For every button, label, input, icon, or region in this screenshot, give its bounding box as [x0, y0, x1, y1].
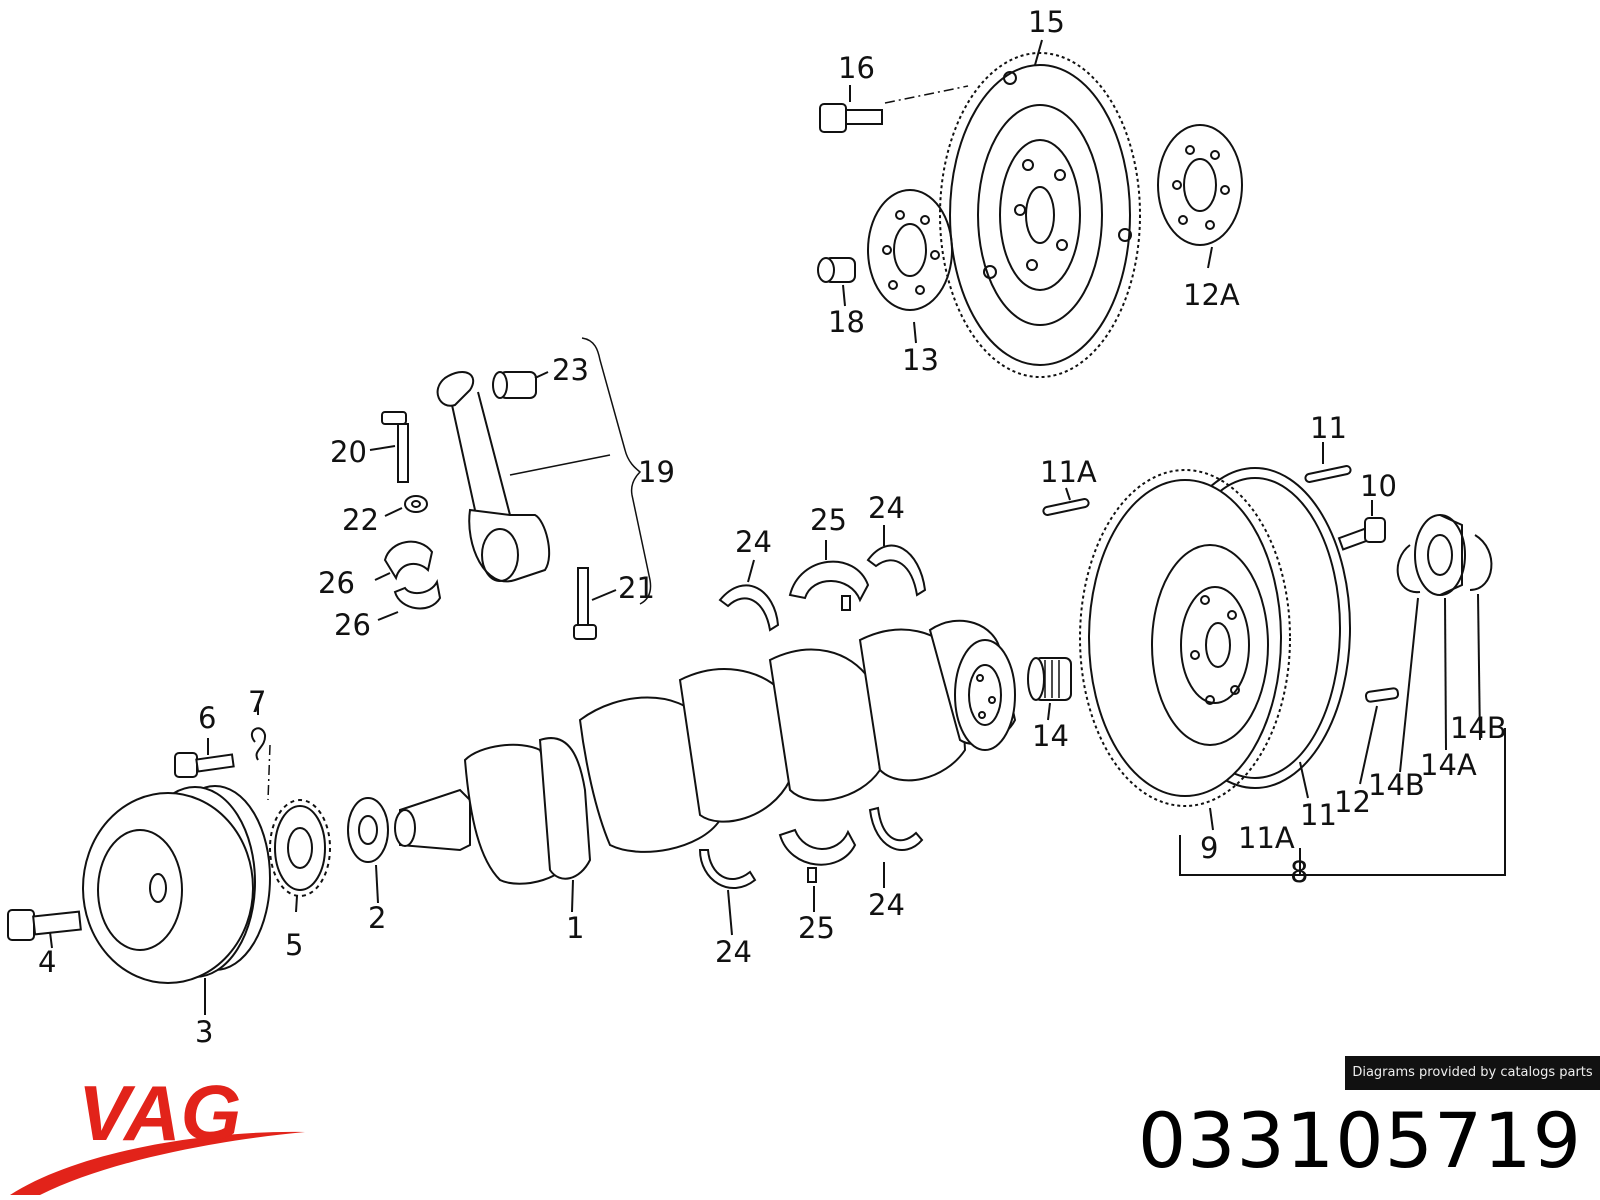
sprocket-bolt: [174, 752, 235, 778]
rod-bearing-shells: [383, 540, 442, 610]
label-13: 13: [902, 343, 939, 377]
label-25: 25: [810, 503, 847, 537]
label-11a: 11A: [1040, 455, 1097, 489]
label-11a: 11A: [1238, 821, 1295, 855]
rod-bolt: [381, 411, 597, 640]
label-12a: 12A: [1183, 278, 1240, 312]
label-4: 4: [38, 945, 56, 979]
flywheel-top: [939, 52, 1141, 378]
label-5: 5: [285, 928, 303, 962]
crank-seal-washer: [347, 797, 389, 863]
small-end-bushing: [492, 371, 537, 399]
needle-bearing: [1027, 657, 1072, 701]
label-22: 22: [342, 503, 379, 537]
brand-name: VAG: [78, 1080, 241, 1157]
thrust-washers: [698, 544, 927, 890]
callout-labels: 15 16 12A 18 13 23 19 20 22 26 26 21 24 …: [38, 5, 1507, 1049]
label-18: 18: [828, 305, 865, 339]
label-14: 14: [1032, 719, 1069, 753]
flywheel-bolt-10: [1337, 517, 1386, 551]
brand-logo: VAG: [10, 1080, 305, 1195]
label-8: 8: [1290, 855, 1308, 889]
label-14b: 14B: [1450, 711, 1507, 745]
crankshaft: [394, 619, 1017, 885]
label-23: 23: [552, 353, 589, 387]
label-24: 24: [735, 525, 772, 559]
label-20: 20: [330, 435, 367, 469]
key-7: [250, 727, 271, 801]
part-number: 033105719: [1137, 1096, 1582, 1185]
label-24: 24: [868, 491, 905, 525]
label-24: 24: [715, 935, 752, 969]
flywheel-bolt: [819, 85, 969, 133]
label-24: 24: [868, 888, 905, 922]
label-25: 25: [798, 911, 835, 945]
label-10: 10: [1360, 469, 1397, 503]
vibration-damper-pulley: [82, 785, 271, 984]
label-14a: 14A: [1420, 748, 1477, 782]
label-12: 12: [1334, 785, 1371, 819]
label-1: 1: [566, 911, 584, 945]
rod-nut: [404, 495, 428, 513]
label-15: 15: [1028, 5, 1065, 39]
shim-plate-12a: [1157, 124, 1243, 246]
main-bearing-lower: [778, 828, 857, 883]
circlips-14b: [1396, 534, 1493, 594]
label-26: 26: [334, 608, 371, 642]
label-3: 3: [195, 1015, 213, 1049]
pulley-bolt: [7, 909, 82, 941]
label-11: 11: [1300, 798, 1337, 832]
label-19: 19: [638, 455, 675, 489]
main-bearing-upper: [788, 560, 870, 611]
pilot-bushing: [817, 257, 856, 283]
label-26: 26: [318, 566, 355, 600]
label-2: 2: [368, 901, 386, 935]
label-7: 7: [248, 685, 266, 719]
label-16: 16: [838, 51, 875, 85]
label-9: 9: [1200, 831, 1218, 865]
credit-badge: Diagrams provided by catalogs parts: [1345, 1056, 1600, 1090]
label-6: 6: [198, 701, 216, 735]
dowel-pins: [1042, 465, 1400, 703]
timing-sprocket: [269, 799, 331, 897]
dual-mass-flywheel: [1079, 467, 1351, 807]
connecting-rod: [436, 371, 611, 583]
bearing-14a: [1414, 514, 1466, 596]
label-21: 21: [618, 571, 655, 605]
label-11: 11: [1310, 411, 1347, 445]
label-14b: 14B: [1368, 768, 1425, 802]
shim-plate-13: [867, 189, 953, 311]
leader-lines: [49, 39, 1506, 1015]
